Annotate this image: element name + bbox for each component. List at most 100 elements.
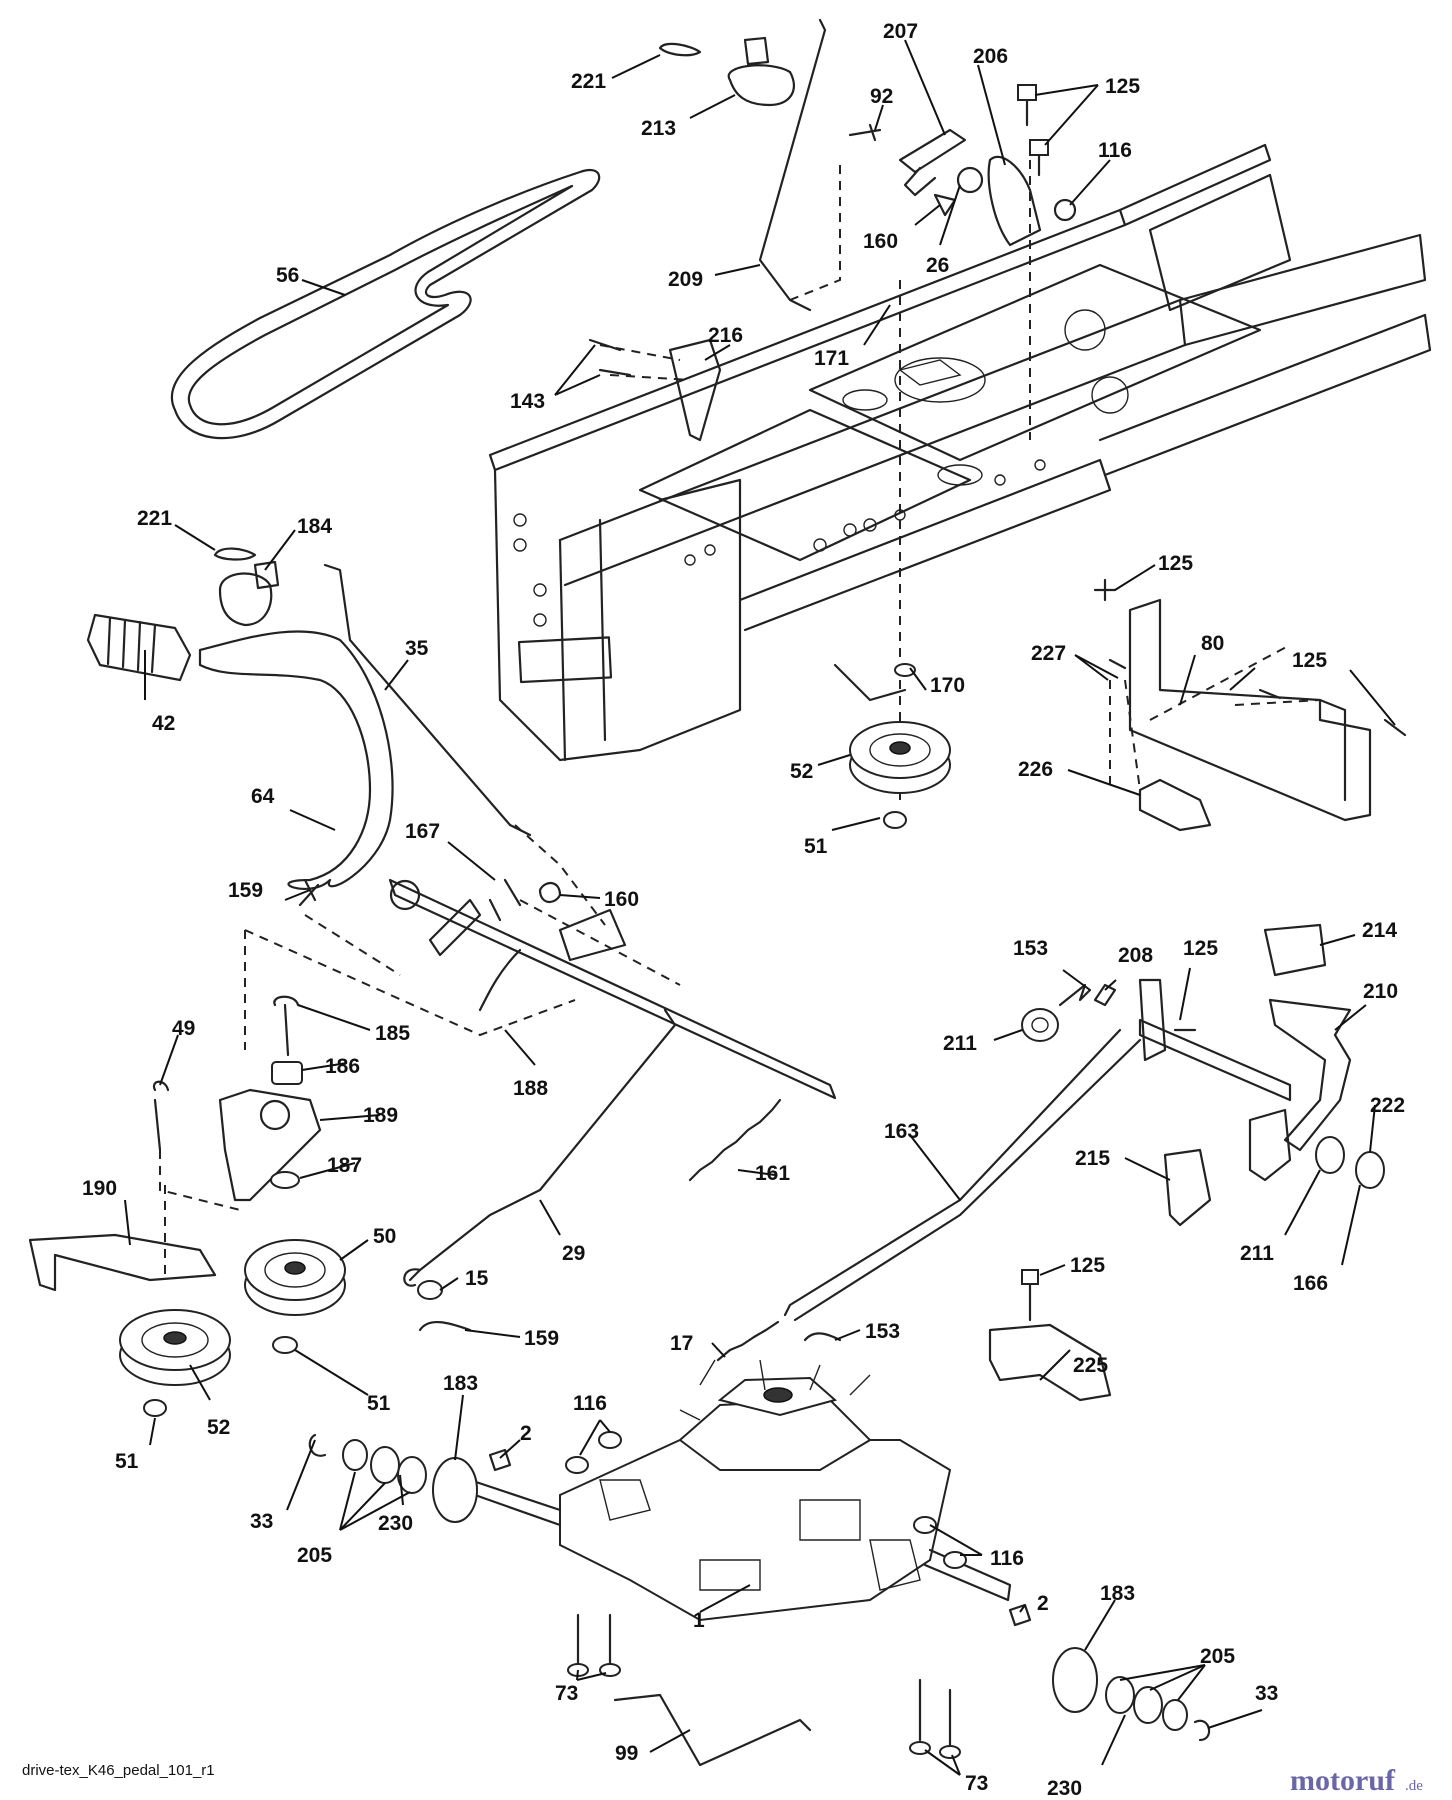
label-171: 171 — [814, 347, 849, 370]
label-166: 166 — [1293, 1272, 1328, 1295]
label-116a: 116 — [1098, 139, 1132, 162]
bracket-80-drawing — [1128, 598, 1372, 822]
label-222: 222 — [1370, 1094, 1405, 1117]
label-116b: 116 — [573, 1392, 607, 1415]
pedal-arm-drawing — [198, 630, 394, 890]
label-210: 210 — [1363, 980, 1398, 1003]
label-207: 207 — [883, 20, 918, 43]
label-52b: 52 — [207, 1416, 230, 1439]
label-92: 92 — [870, 85, 893, 108]
label-161: 161 — [755, 1162, 790, 1185]
label-52a: 52 — [790, 760, 813, 783]
control-rod-35-drawing — [323, 563, 532, 837]
pedal-grip-drawing — [86, 613, 192, 682]
label-29: 29 — [562, 1242, 585, 1265]
spring-17-drawing — [716, 1320, 780, 1362]
spring-161-drawing — [688, 1098, 782, 1182]
label-51b: 51 — [367, 1392, 391, 1415]
label-227: 227 — [1031, 642, 1066, 665]
label-116c: 116 — [990, 1547, 1024, 1570]
transaxle-drawing — [468, 1359, 1012, 1622]
label-226: 226 — [1018, 758, 1053, 781]
label-160a: 160 — [863, 230, 898, 253]
label-56: 56 — [276, 264, 299, 287]
label-209: 209 — [668, 268, 703, 291]
label-143: 143 — [510, 390, 545, 413]
label-125d: 125 — [1183, 937, 1218, 960]
cross-shaft-drawing — [388, 878, 837, 1100]
label-205b: 205 — [1200, 1645, 1235, 1668]
label-26: 26 — [926, 254, 949, 277]
pedal-pad-214-drawing — [1263, 923, 1327, 977]
pedal-pad-215-drawing — [1163, 1148, 1212, 1227]
label-205a: 205 — [297, 1544, 332, 1567]
brake-pedal-drawing — [1268, 998, 1352, 1152]
bracket-216-drawing — [668, 338, 722, 442]
label-167: 167 — [405, 820, 440, 843]
label-153a: 153 — [1013, 937, 1048, 960]
label-159b: 159 — [524, 1327, 559, 1350]
label-99: 99 — [615, 1742, 638, 1765]
label-208: 208 — [1118, 944, 1153, 967]
label-153b: 153 — [865, 1320, 900, 1343]
label-125c: 125 — [1292, 649, 1327, 672]
label-42: 42 — [152, 712, 175, 735]
idler-bracket-drawing — [218, 1088, 322, 1202]
watermark-name: motoruf — [1290, 1764, 1396, 1797]
engine-pulley-drawing — [849, 721, 951, 794]
label-221b: 221 — [137, 507, 172, 530]
label-125a: 125 — [1105, 75, 1140, 98]
spring-clip-drawing — [658, 42, 702, 57]
mount-plate-drawing — [987, 155, 1042, 247]
label-33a: 33 — [250, 1510, 273, 1533]
label-33b: 33 — [1255, 1682, 1278, 1705]
label-221a: 221 — [571, 70, 606, 93]
label-80: 80 — [1201, 632, 1224, 655]
pedal-shaft-drawing — [1138, 1018, 1292, 1102]
part-labels: 221 213 207 92 206 125 116 160 26 209 56… — [82, 20, 1405, 1800]
label-49: 49 — [172, 1017, 195, 1040]
label-211a: 211 — [943, 1032, 977, 1055]
belt-guide-drawing — [28, 1233, 217, 1292]
label-206: 206 — [973, 45, 1008, 68]
label-185: 185 — [375, 1022, 410, 1045]
label-211b: 211 — [1240, 1242, 1274, 1265]
label-51c: 51 — [115, 1450, 139, 1473]
label-187: 187 — [327, 1154, 362, 1177]
label-184: 184 — [297, 515, 332, 538]
label-189: 189 — [363, 1104, 398, 1127]
label-35: 35 — [405, 637, 429, 660]
knob-drawing — [727, 36, 796, 107]
bracket-226-drawing — [1138, 778, 1212, 832]
rod-99-drawing — [613, 1693, 812, 1767]
label-2a: 2 — [520, 1422, 532, 1445]
label-163: 163 — [884, 1120, 919, 1143]
watermark-tld: .de — [1405, 1778, 1423, 1794]
label-159a: 159 — [228, 879, 263, 902]
leader-lines — [124, 39, 1396, 1776]
chassis-frame-drawing — [488, 143, 1432, 762]
label-50: 50 — [373, 1225, 396, 1248]
idler-pulley-50-drawing — [244, 1239, 346, 1316]
label-160b: 160 — [604, 888, 639, 911]
label-216: 216 — [708, 324, 743, 347]
label-186: 186 — [325, 1055, 360, 1078]
diagram-reference: drive-tex_K46_pedal_101_r1 — [22, 1762, 215, 1779]
label-230b: 230 — [1047, 1777, 1082, 1800]
label-214: 214 — [1362, 919, 1397, 942]
label-230a: 230 — [378, 1512, 413, 1535]
label-125b: 125 — [1158, 552, 1193, 575]
label-213: 213 — [641, 117, 676, 140]
drive-belt-drawing — [170, 169, 601, 440]
rod-29-drawing — [408, 1008, 677, 1282]
label-188: 188 — [513, 1077, 548, 1100]
label-183b: 183 — [1100, 1582, 1135, 1605]
label-73a: 73 — [555, 1682, 578, 1705]
label-215: 215 — [1075, 1147, 1110, 1170]
idler-pulley-52-drawing — [119, 1309, 231, 1386]
label-64: 64 — [251, 785, 275, 808]
watermark-logo: motoruf .de — [1290, 1764, 1423, 1797]
brake-rod-drawing — [783, 1028, 1122, 1317]
knob-184-drawing — [218, 560, 280, 627]
